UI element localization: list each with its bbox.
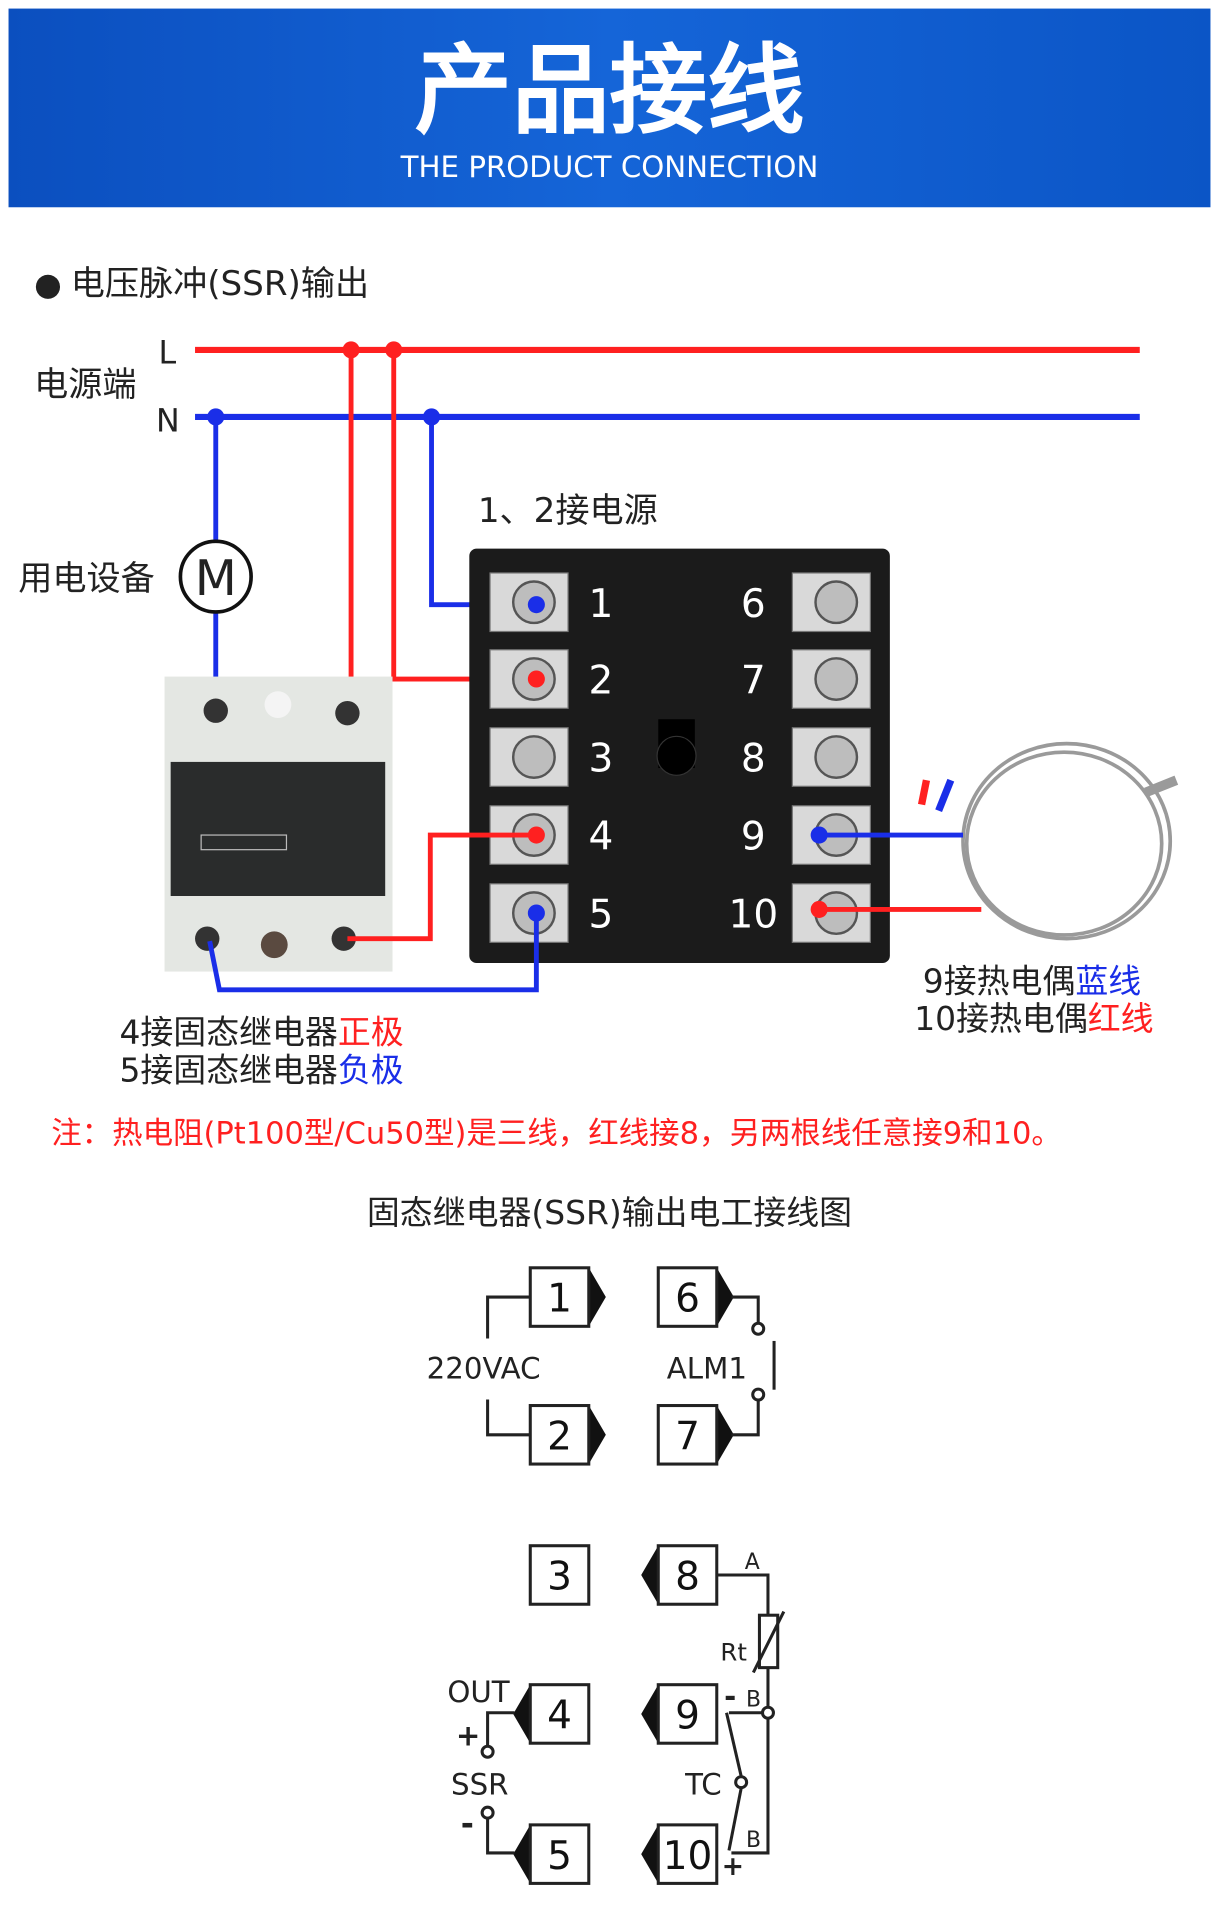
motor-icon <box>178 539 253 614</box>
label-tc-plus: + <box>722 1851 744 1882</box>
terminal-number: 3 <box>589 737 614 782</box>
label-a: A <box>745 1550 760 1575</box>
screw-icon <box>814 657 859 701</box>
power-label: 电源端 <box>34 365 136 405</box>
thermocouple-probe <box>917 741 1179 941</box>
schematic-terminal: 3 <box>528 1544 591 1606</box>
device-label: 用电设备 <box>18 559 155 599</box>
junction-dot <box>527 904 545 922</box>
terminal-label: 4 <box>547 1694 572 1739</box>
terminal-label: 7 <box>675 1414 700 1459</box>
banner <box>8 8 1211 208</box>
label-alm1: ALM1 <box>667 1352 747 1386</box>
junction-dot <box>527 826 545 844</box>
terminal-number: 6 <box>741 582 766 627</box>
terminal-number: 10 <box>729 893 779 938</box>
motor-symbol: M <box>195 551 237 607</box>
junction-dot <box>527 670 545 688</box>
schematic-terminal: 4 <box>513 1683 591 1745</box>
terminal-number: 4 <box>589 815 614 860</box>
terminal-label: 6 <box>675 1277 700 1322</box>
tc-note-1: 9接热电偶蓝线 <box>923 961 1141 1000</box>
junction-dot <box>385 341 403 359</box>
warning-note: 注：热电阻(Pt100型/Cu50型)是三线，红线接8，另两根线任意接9和10。 <box>51 1116 1062 1151</box>
schematic-title: 固态继电器(SSR)输出电工接线图 <box>367 1193 852 1232</box>
schematic-terminal: 7 <box>656 1404 734 1466</box>
junction-dot <box>422 408 441 426</box>
schematic-wires <box>480 1295 786 1855</box>
terminal-number: 7 <box>741 659 766 704</box>
wire-red-t4 <box>347 832 537 942</box>
schematic-terminal: 8 <box>641 1544 719 1606</box>
schematic-terminal: 1 <box>528 1266 606 1328</box>
tc-note-2: 10接热电偶红线 <box>914 999 1153 1038</box>
label-220vac: 220VAC <box>427 1352 541 1386</box>
junction-dot <box>207 408 225 426</box>
line-l-label: L <box>158 335 176 371</box>
wire-blue-t5 <box>207 913 539 993</box>
line-n-label: N <box>156 404 180 440</box>
terminal-label: 3 <box>547 1555 572 1600</box>
solid-state-relay <box>164 676 393 972</box>
junction-dot <box>342 341 360 359</box>
terminal-number: 1 <box>589 582 614 627</box>
schematic-terminal: 9 <box>641 1683 719 1745</box>
ssr-note-1: 4接固态继电器正极 <box>119 1013 403 1052</box>
terminal-label: 2 <box>547 1414 572 1459</box>
junction-dot <box>527 596 545 614</box>
schematic-terminal: 2 <box>528 1404 606 1466</box>
banner-title: 产品接线 <box>414 33 804 147</box>
terminal-number: 8 <box>741 737 766 782</box>
junction-dot <box>810 900 828 918</box>
screw-icon <box>814 735 859 779</box>
terminal-number: 2 <box>589 659 614 704</box>
label-b-bottom: B <box>746 1828 761 1853</box>
schematic-terminal: 5 <box>513 1823 591 1885</box>
terminal-number: 9 <box>741 815 766 860</box>
schematic-terminal: 6 <box>656 1266 734 1328</box>
label-ssr-plus: + <box>456 1719 481 1753</box>
terminal-label: 10 <box>663 1834 713 1879</box>
label-ssr-minus: - <box>461 1807 474 1843</box>
terminal-label: 9 <box>675 1694 700 1739</box>
screw-icon <box>511 735 556 779</box>
ssr-note-2: 5接固态继电器负极 <box>119 1050 403 1089</box>
terminal-label: 5 <box>547 1834 572 1879</box>
label-rt: Rt <box>720 1637 747 1666</box>
schematic-terminal: 10 <box>641 1823 719 1885</box>
terminal-number: 5 <box>589 893 614 938</box>
label-tc: TC <box>684 1767 722 1801</box>
label-b-top: B <box>746 1688 761 1713</box>
label-tc-minus: - <box>724 1680 736 1714</box>
section-bullet: ● <box>34 267 62 303</box>
label-out: OUT <box>447 1675 509 1709</box>
controller-terminal-block <box>469 548 890 964</box>
junction-dot <box>810 826 828 844</box>
terminal-label: 1 <box>547 1277 572 1322</box>
screw-icon <box>814 580 859 625</box>
terminal-label: 8 <box>675 1555 700 1600</box>
power-note: 1、2接电源 <box>478 491 658 531</box>
section-title: 电压脉冲(SSR)输出 <box>71 264 369 304</box>
label-ssr: SSR <box>451 1767 508 1801</box>
banner-subtitle: THE PRODUCT CONNECTION <box>400 150 819 184</box>
